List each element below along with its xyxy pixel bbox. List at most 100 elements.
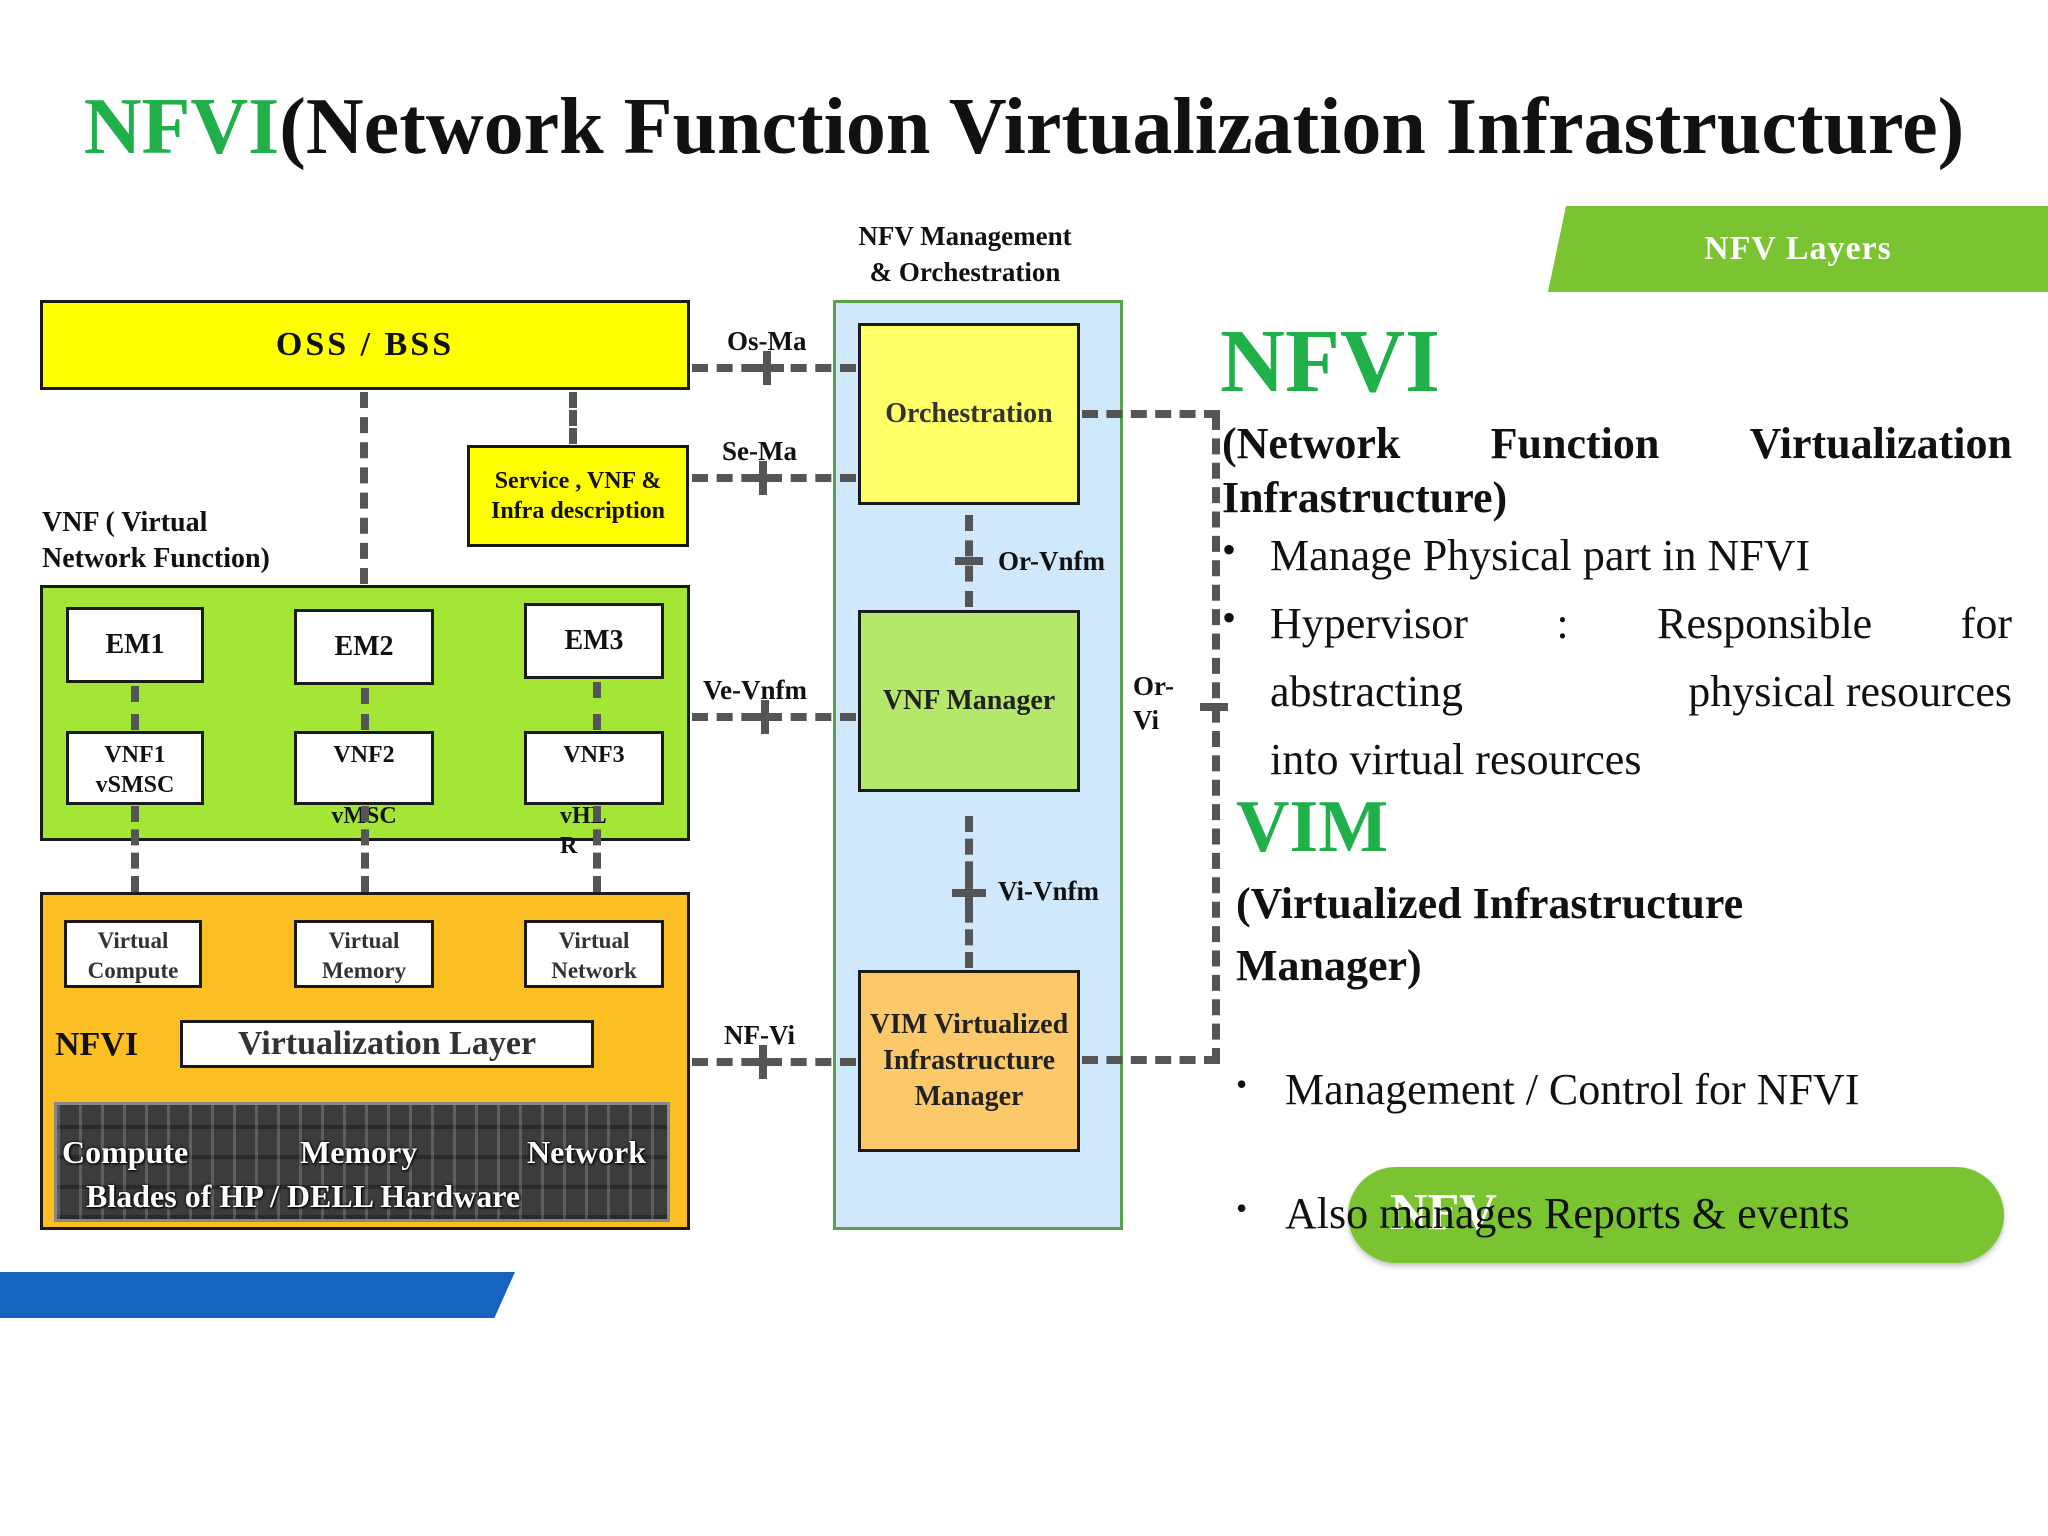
bottom-accent-bar [0, 1272, 515, 1318]
ve-vnfm-junction [748, 700, 782, 734]
virtual-compute-box: Virtual Compute [64, 920, 202, 988]
vim-label-line3: Manager [914, 1081, 1024, 1112]
or-vnfm-label: Or-Vnfm [998, 546, 1105, 576]
page-title: NFVI(Network Function Virtualization Inf… [0, 82, 2048, 173]
orchestration-box: Orchestration [858, 323, 1080, 505]
abstracting-word: abstracting [1270, 667, 1464, 716]
em3-box: EM3 [524, 603, 664, 679]
oss-bss-label: OSS / BSS [275, 326, 455, 363]
nfvi-subheading-line2: Infrastructure) [1222, 473, 1508, 522]
nfv-pill-button[interactable]: NFV [1348, 1167, 2004, 1263]
vnf-label-line1: VNF ( Virtual [42, 507, 208, 538]
oss-vnf-link [360, 392, 368, 584]
vim-heading: VIM [1236, 786, 1389, 868]
oss-service-link [569, 392, 577, 444]
se-ma-label: Se-Ma [722, 436, 797, 466]
vnf2-nfvi-link [361, 806, 369, 892]
vim-subheading-line2: Manager) [1236, 941, 1422, 990]
nfv-layers-banner: NFV Layers [1548, 206, 2048, 292]
or-vi-vertical-link [1212, 414, 1220, 1064]
virtual-memory-line2: Memory [321, 958, 407, 983]
vnf3-name: VNF3 [563, 742, 625, 768]
vnf-label-line2: Network Function) [42, 543, 270, 574]
bullet-dot-2: • [1222, 595, 1237, 640]
vnf1-name: VNF1 [104, 742, 166, 768]
em1-label: EM1 [105, 629, 165, 660]
or-vi-tick [1200, 703, 1228, 711]
vnf2-name: VNF2 [333, 742, 395, 768]
vnf1-box: VNF1 vSMSC [66, 731, 204, 805]
virtual-memory-box: Virtual Memory [294, 920, 434, 988]
hypervisor-word: Hypervisor [1270, 599, 1468, 648]
or-vi-label: Or- Vi [1133, 669, 1174, 737]
orchestration-label: Orchestration [885, 398, 1053, 429]
em2-label: EM2 [334, 631, 394, 662]
vnf3-nfvi-link [593, 806, 601, 892]
nfvi-section-label: NFVI [55, 1026, 139, 1063]
for-word: for [1960, 599, 2012, 648]
vim-subheading-line1: (Virtualized Infrastructure [1236, 879, 1744, 928]
or-vi-line1: Or- [1133, 671, 1174, 701]
bullet-hypervisor-line1: Hypervisor : Responsible for [1270, 598, 2012, 649]
vnf-manager-label: VNF Manager [882, 685, 1056, 716]
or-vnfm-tick [955, 557, 983, 565]
hypervisor-colon: : [1556, 599, 1569, 648]
em2-vnf2-link [361, 688, 369, 730]
mano-heading-line2: & Orchestration [869, 257, 1061, 287]
se-ma-junction [746, 461, 780, 495]
nf-vi-label: NF-Vi [724, 1020, 795, 1050]
virtual-network-line2: Network [551, 958, 637, 983]
hardware-network-label: Network [527, 1134, 647, 1170]
vi-vnfm-label: Vi-Vnfm [998, 876, 1099, 906]
bullet-hypervisor-line3: into virtual resources [1270, 735, 1642, 784]
nfvi-subheading-line1: (Network Function Virtualization [1222, 418, 2012, 469]
em3-vnf3-link [593, 682, 601, 730]
nfvi-sub-word3: Virtualization [1749, 419, 2012, 468]
vnf-manager-box: VNF Manager [858, 610, 1080, 792]
service-desc-line1: Service , VNF & [494, 468, 662, 494]
responsible-word: Responsible [1657, 599, 1873, 648]
virtual-network-line1: Virtual [558, 928, 630, 953]
vnf-section-label: VNF ( Virtual Network Function) [42, 505, 270, 577]
os-ma-label: Os-Ma [727, 326, 807, 356]
vi-vnfm-junction [952, 876, 986, 910]
service-desc-line2: Infra description [491, 498, 665, 524]
service-description-box: Service , VNF & Infra description [467, 445, 689, 547]
or-vi-line2: Vi [1133, 705, 1159, 735]
vnf2-box: VNF2 [294, 731, 434, 805]
nfvi-sub-word1: (Network [1222, 419, 1401, 468]
bullet-dot-3: • [1236, 1066, 1248, 1102]
mano-heading-line1: NFV Management [858, 221, 1072, 251]
or-vi-top-link [1082, 410, 1220, 418]
vim-label-line1: VIM Virtualized [869, 1009, 1069, 1040]
ve-vnfm-label: Ve-Vnfm [703, 675, 807, 705]
os-ma-junction [750, 351, 784, 385]
hardware-memory-label: Memory [300, 1134, 418, 1170]
hardware-blades-label: Blades of HP / DELL Hardware [86, 1178, 521, 1214]
vnf3-box: VNF3 [524, 731, 664, 805]
virtual-compute-line2: Compute [87, 958, 179, 983]
mano-heading: NFV Management & Orchestration [835, 218, 1095, 290]
title-acronym: NFVI [83, 83, 280, 171]
bullet-management-control: Management / Control for NFVI [1285, 1065, 1860, 1114]
em1-vnf1-link [131, 686, 139, 730]
virtual-memory-line1: Virtual [328, 928, 400, 953]
bullet-reports-events: Also manages Reports & events [1285, 1189, 1850, 1238]
em3-label: EM3 [564, 625, 624, 656]
virtual-network-box: Virtual Network [524, 920, 664, 988]
vnf3-type-line2: R [560, 833, 578, 859]
virtual-compute-line1: Virtual [97, 928, 169, 953]
bullet-dot-4: • [1236, 1190, 1248, 1226]
oss-bss-box: OSS / BSS [40, 300, 690, 390]
vim-label-line2: Infrastructure [882, 1045, 1056, 1076]
physical-resources-words: physical resources [1688, 667, 2012, 716]
em1-box: EM1 [66, 607, 204, 683]
virtualization-layer-label: Virtualization Layer [237, 1025, 537, 1062]
nf-vi-junction [746, 1045, 780, 1079]
bullet-hypervisor-line2: abstracting physical resources [1270, 666, 2012, 717]
hardware-compute-label: Compute [62, 1134, 189, 1170]
nfvi-heading: NFVI [1220, 312, 1440, 411]
bullet-dot-1: • [1222, 527, 1237, 572]
bullet-manage-physical: Manage Physical part in NFVI [1270, 531, 1811, 580]
nfv-pill-label: NFV [1390, 1184, 1497, 1241]
